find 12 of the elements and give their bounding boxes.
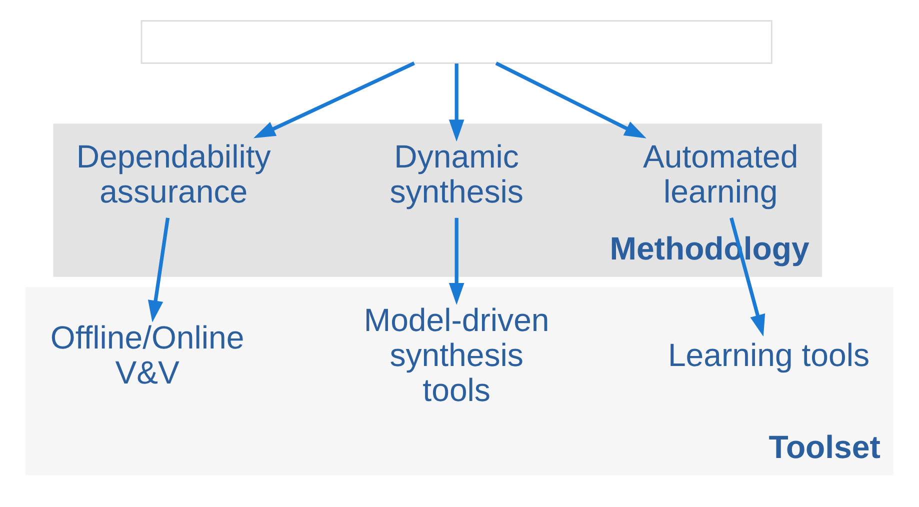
arrow bbox=[148, 218, 170, 322]
node-text: Offline/Online V&V bbox=[50, 319, 244, 390]
node-text: Learning tools bbox=[668, 336, 870, 373]
node-text: Model-driven synthesis tools bbox=[364, 302, 550, 408]
node-text: Automated learning bbox=[643, 138, 798, 210]
arrow bbox=[448, 64, 464, 142]
node-text: Dynamic synthesis bbox=[390, 138, 524, 210]
node-text: Dependability assurance bbox=[76, 138, 271, 210]
arrow bbox=[495, 62, 646, 138]
node-box bbox=[140, 20, 772, 64]
arrow bbox=[448, 218, 464, 305]
arrow bbox=[253, 62, 415, 138]
